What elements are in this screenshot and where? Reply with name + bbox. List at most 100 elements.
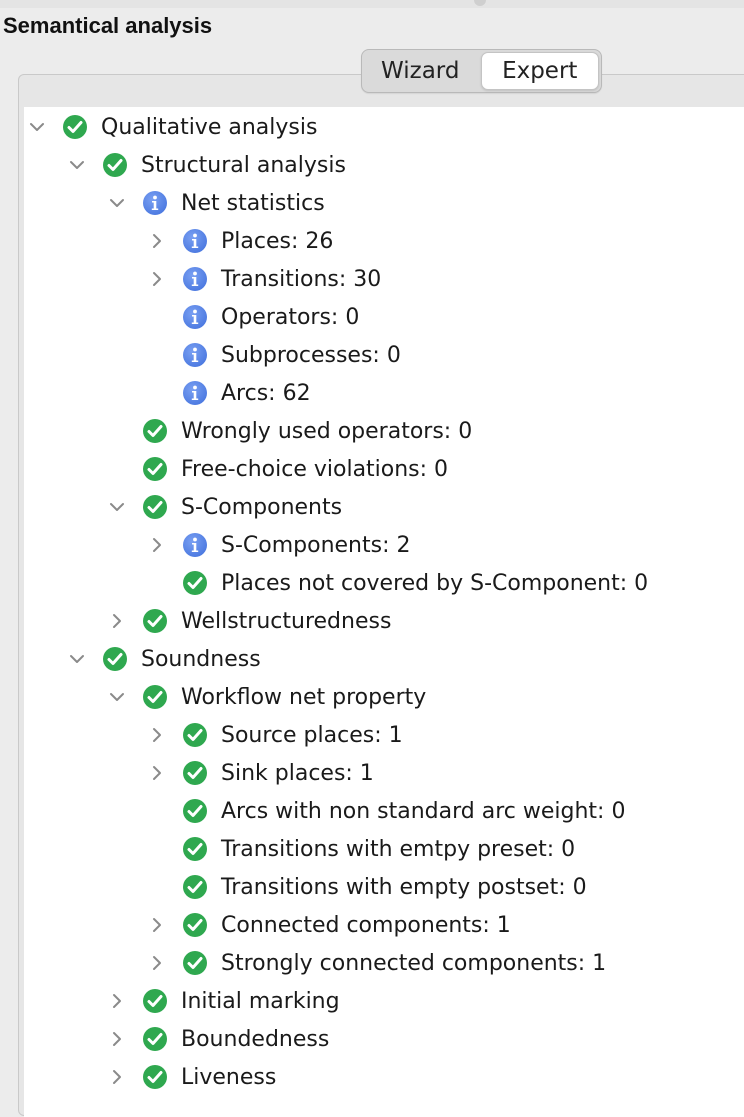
tree-row[interactable]: Qualitative analysis xyxy=(28,108,317,146)
tree-item-label: Subprocesses: 0 xyxy=(221,342,401,368)
tree-row[interactable]: Workflow net property xyxy=(108,678,426,716)
tree-row[interactable]: Places: 26 xyxy=(148,222,333,260)
check-icon xyxy=(182,912,208,938)
info-icon xyxy=(182,304,208,330)
tree-item-label: Free-choice violations: 0 xyxy=(181,456,449,482)
chevron-right-icon[interactable] xyxy=(148,954,166,972)
tree-item-label: Transitions with emtpy preset: 0 xyxy=(221,836,576,862)
tree-row[interactable]: Transitions with empty postset: 0 xyxy=(148,868,587,906)
tree-row[interactable]: Subprocesses: 0 xyxy=(148,336,401,374)
tree-row[interactable]: Arcs: 62 xyxy=(148,374,311,412)
tree-row[interactable]: Net statistics xyxy=(108,184,325,222)
tree-row[interactable]: Free-choice violations: 0 xyxy=(108,450,448,488)
tree-item-label: Transitions with empty postset: 0 xyxy=(221,874,587,900)
tree-item-label: Places not covered by S-Component: 0 xyxy=(221,570,649,596)
chevron-down-icon[interactable] xyxy=(108,498,126,516)
tree-item-label: Wrongly used operators: 0 xyxy=(181,418,473,444)
check-icon xyxy=(62,114,88,140)
tree-item-label: Workflow net property xyxy=(181,684,427,710)
tree-item-label: S-Components xyxy=(181,494,343,520)
chevron-right-icon[interactable] xyxy=(148,764,166,782)
tree-item-label: Connected components: 1 xyxy=(221,912,511,938)
tree-row[interactable]: Boundedness xyxy=(108,1020,329,1058)
chevron-right-icon[interactable] xyxy=(148,536,166,554)
tree-item-label: Transitions: 30 xyxy=(221,266,382,292)
chevron-right-icon[interactable] xyxy=(148,232,166,250)
tree-row[interactable]: Strongly connected components: 1 xyxy=(148,944,606,982)
tree-row[interactable]: S-Components xyxy=(108,488,342,526)
chevron-down-icon[interactable] xyxy=(108,688,126,706)
tree-row[interactable]: Initial marking xyxy=(108,982,340,1020)
tree-row[interactable]: Structural analysis xyxy=(68,146,346,184)
check-icon xyxy=(142,988,168,1014)
tree-item-label: Source places: 1 xyxy=(221,722,403,748)
check-icon xyxy=(182,798,208,824)
tree-item-label: Places: 26 xyxy=(221,228,334,254)
tree-item-label: Qualitative analysis xyxy=(101,114,318,140)
check-icon xyxy=(142,608,168,634)
tree-item-label: Boundedness xyxy=(181,1026,330,1052)
chevron-right-icon[interactable] xyxy=(148,270,166,288)
chevron-right-icon[interactable] xyxy=(108,1068,126,1086)
chevron-right-icon[interactable] xyxy=(108,992,126,1010)
check-icon xyxy=(182,950,208,976)
info-icon xyxy=(182,532,208,558)
tree-item-label: Initial marking xyxy=(181,988,340,1014)
tree-row[interactable]: S-Components: 2 xyxy=(148,526,411,564)
splitter-handle[interactable] xyxy=(474,0,486,6)
expert-tab[interactable]: Expert xyxy=(480,52,599,90)
tree-item-label: Wellstructuredness xyxy=(181,608,392,634)
chevron-down-icon[interactable] xyxy=(68,650,86,668)
section-title: Semantical analysis xyxy=(3,13,213,38)
chevron-right-icon[interactable] xyxy=(108,612,126,630)
check-icon xyxy=(142,684,168,710)
tree-row[interactable]: Transitions: 30 xyxy=(148,260,381,298)
chevron-right-icon[interactable] xyxy=(148,916,166,934)
tree-row[interactable]: Wrongly used operators: 0 xyxy=(108,412,472,450)
tree-row[interactable]: Soundness xyxy=(68,640,261,678)
check-icon xyxy=(182,760,208,786)
chevron-right-icon[interactable] xyxy=(108,1030,126,1048)
tree-item-label: Arcs: 62 xyxy=(221,380,311,406)
tree-row[interactable]: Liveness xyxy=(108,1058,276,1096)
info-icon xyxy=(182,228,208,254)
check-icon xyxy=(182,836,208,862)
wizard-tab[interactable]: Wizard xyxy=(381,58,460,84)
info-icon xyxy=(182,266,208,292)
check-icon xyxy=(142,494,168,520)
check-icon xyxy=(142,418,168,444)
tree-item-label: Operators: 0 xyxy=(221,304,360,330)
chevron-right-icon[interactable] xyxy=(148,726,166,744)
tree-row[interactable]: Operators: 0 xyxy=(148,298,359,336)
tree-row[interactable]: Source places: 1 xyxy=(148,716,403,754)
check-icon xyxy=(142,1026,168,1052)
tree-item-label: Structural analysis xyxy=(141,152,346,178)
info-icon xyxy=(142,190,168,216)
check-icon xyxy=(142,1064,168,1090)
check-icon xyxy=(102,646,128,672)
tree-item-label: S-Components: 2 xyxy=(221,532,411,558)
tree-row[interactable]: Connected components: 1 xyxy=(148,906,511,944)
tree-row[interactable]: Sink places: 1 xyxy=(148,754,374,792)
info-icon xyxy=(182,342,208,368)
top-divider xyxy=(0,0,744,8)
tree-item-label: Soundness xyxy=(141,646,261,672)
tree-item-label: Liveness xyxy=(181,1064,277,1090)
check-icon xyxy=(142,456,168,482)
check-icon xyxy=(102,152,128,178)
tree-row[interactable]: Wellstructuredness xyxy=(108,602,391,640)
check-icon xyxy=(182,570,208,596)
tree-item-label: Strongly connected components: 1 xyxy=(221,950,607,976)
tree-item-label: Net statistics xyxy=(181,190,325,216)
chevron-down-icon[interactable] xyxy=(108,194,126,212)
tree-row[interactable]: Arcs with non standard arc weight: 0 xyxy=(148,792,625,830)
chevron-down-icon[interactable] xyxy=(28,118,46,136)
tree-row[interactable]: Places not covered by S-Component: 0 xyxy=(148,564,648,602)
tree-item-label: Sink places: 1 xyxy=(221,760,374,786)
mode-switch: Wizard Expert xyxy=(361,49,602,93)
check-icon xyxy=(182,874,208,900)
chevron-down-icon[interactable] xyxy=(68,156,86,174)
info-icon xyxy=(182,380,208,406)
tree-row[interactable]: Transitions with emtpy preset: 0 xyxy=(148,830,575,868)
